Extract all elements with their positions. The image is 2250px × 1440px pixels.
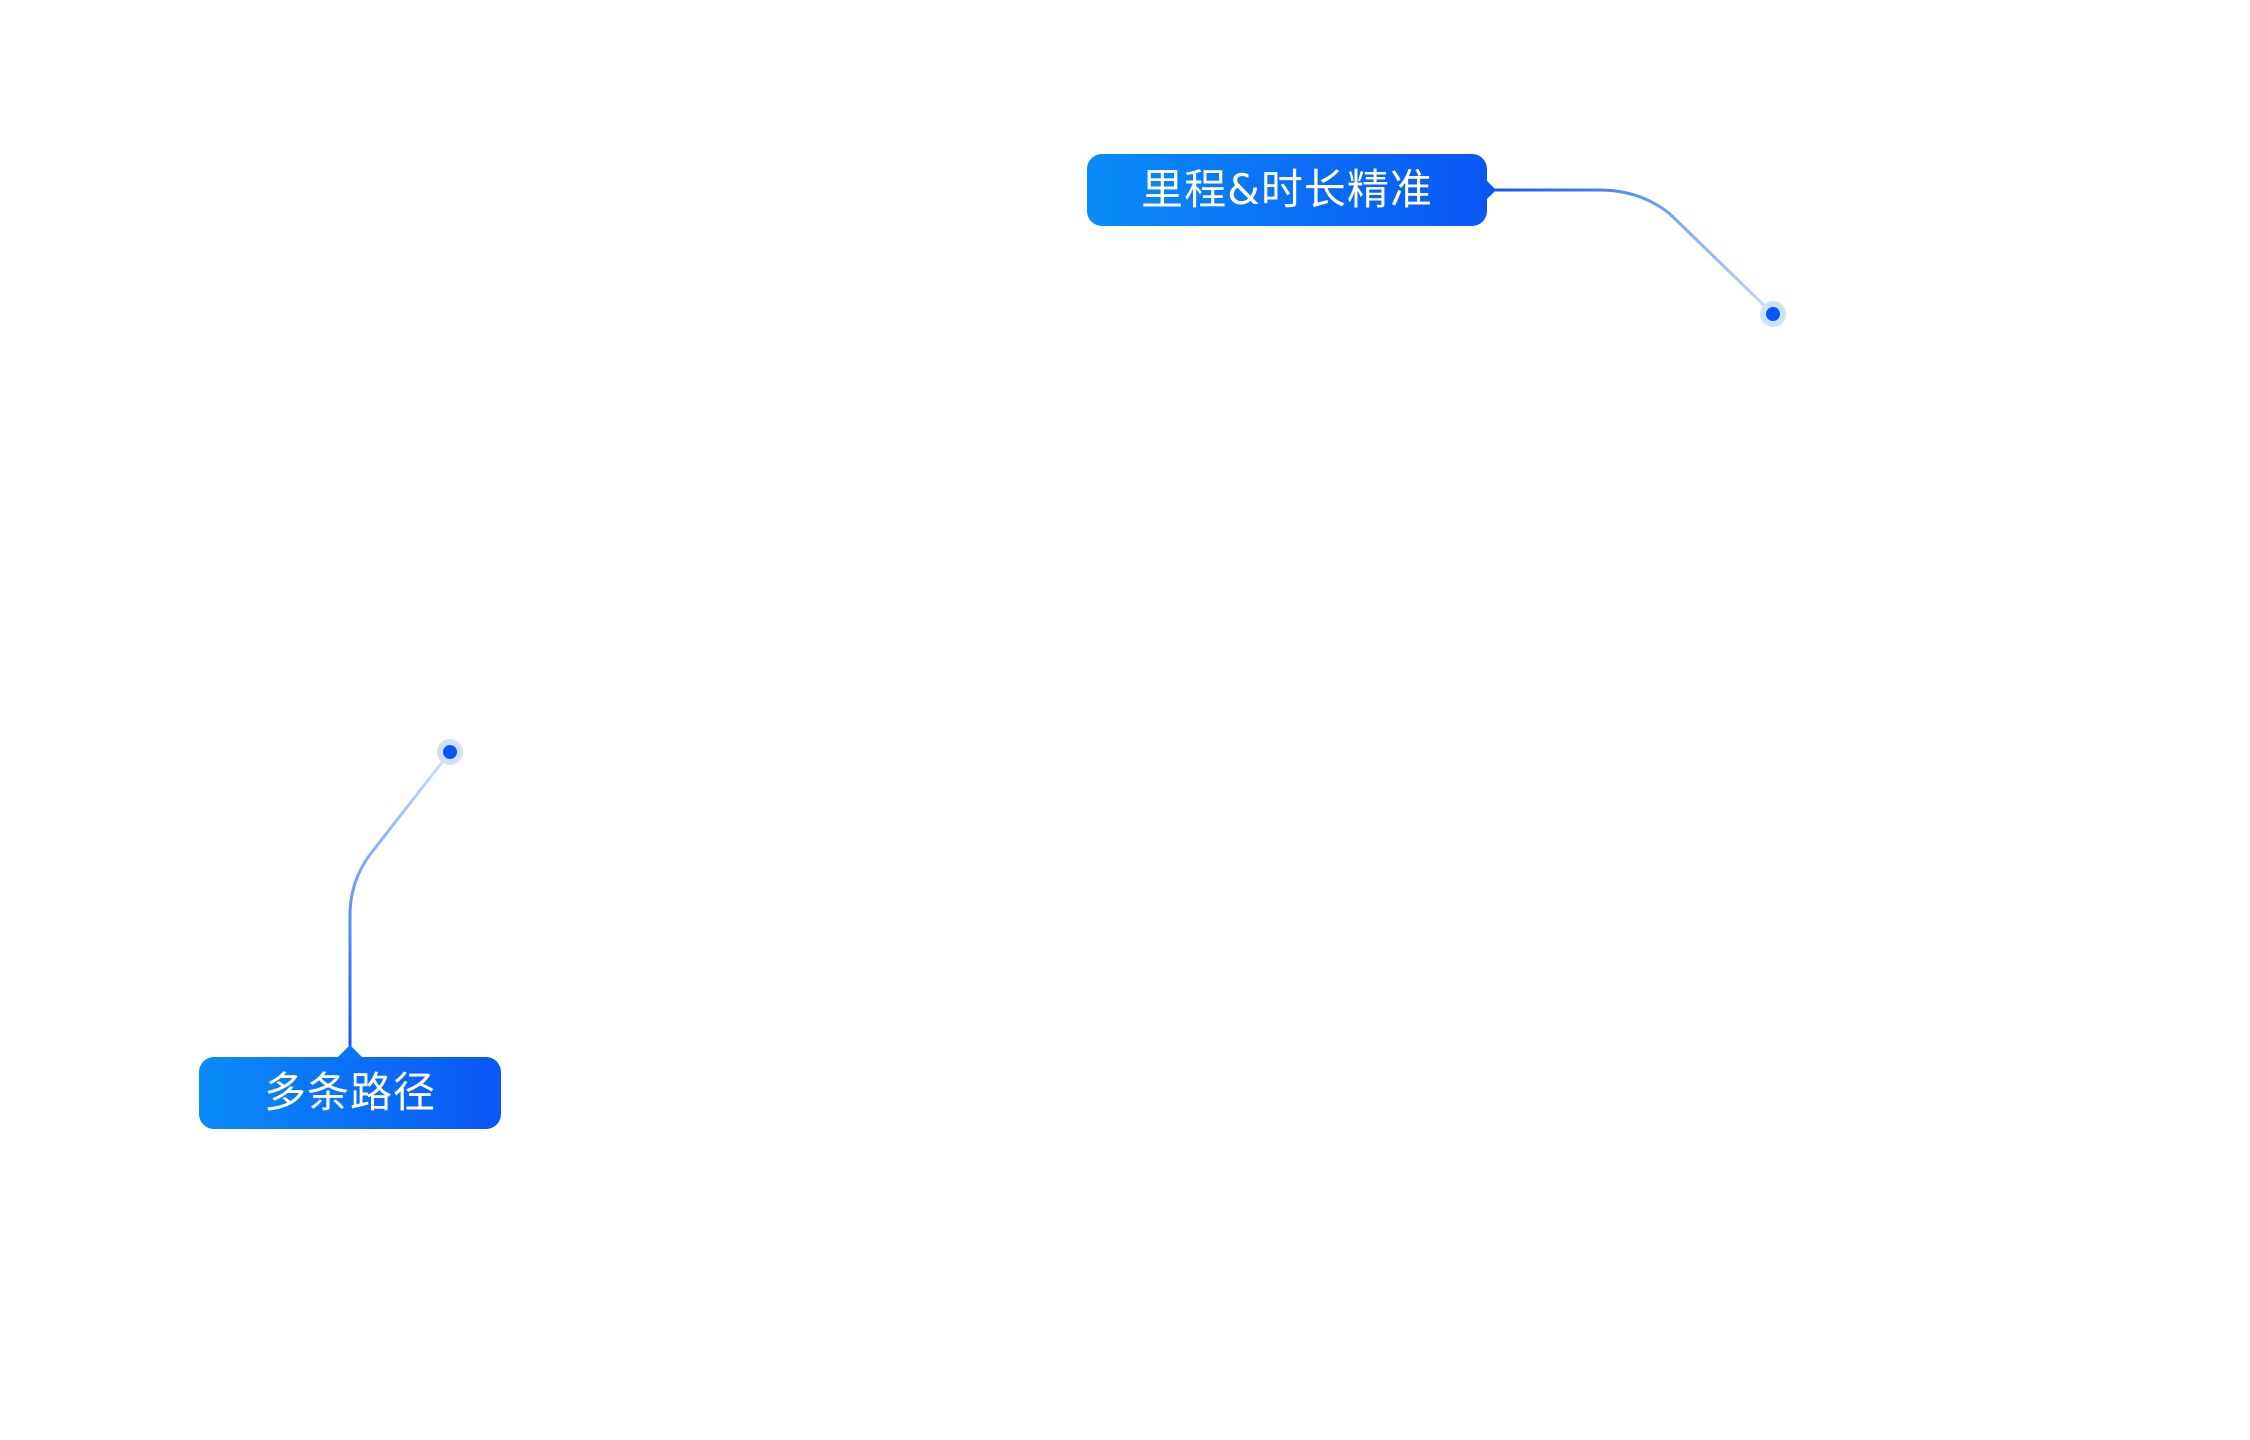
callout-pointer-accuracy [1484,178,1496,202]
callout-pointer-routes [338,1045,362,1057]
callout-label-routes: 多条路径 [199,1057,501,1129]
connector-line-accuracy [1490,188,1775,316]
anchor-dot-accuracy [1760,301,1786,327]
anchor-dot-routes [437,739,463,765]
connector-line-routes [348,751,452,1050]
callout-label-accuracy: 里程&时长精准 [1087,154,1487,226]
